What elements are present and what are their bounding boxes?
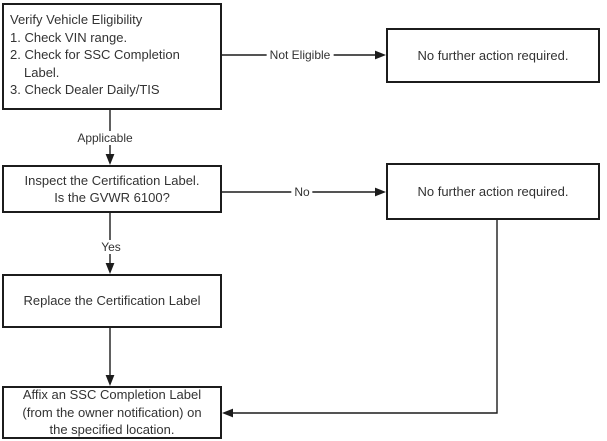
inspect-line-1: Inspect the Certification Label.	[24, 172, 200, 188]
node-no-further-action-top: No further action required.	[386, 28, 600, 83]
edge-label-no: No	[291, 185, 313, 199]
affix-line-1: Affix an SSC Completion Label	[22, 387, 202, 403]
edge-no-action-affix-arrowhead	[222, 408, 233, 418]
affix-line-2: (from the owner notification) on	[22, 404, 202, 420]
node-inspect-certification-label: Inspect the Certification Label. Is the …	[2, 165, 222, 213]
edge-replace-affix-arrowhead	[105, 375, 115, 386]
edge-not-eligible-arrowhead	[375, 50, 386, 60]
edge-no-arrowhead	[375, 187, 386, 197]
edge-no-action-affix-elbow	[232, 220, 498, 414]
no-further-action-top-text: No further action required.	[417, 47, 569, 63]
inspect-line-2: Is the GVWR 6100?	[54, 190, 170, 205]
replace-text: Replace the Certification Label	[23, 293, 201, 309]
edge-label-yes: Yes	[98, 240, 124, 254]
edge-label-not-eligible: Not Eligible	[266, 48, 334, 62]
edge-applicable-arrowhead	[105, 154, 115, 165]
edge-label-applicable: Applicable	[74, 131, 136, 145]
node-replace-certification-label: Replace the Certification Label	[2, 274, 222, 328]
affix-line-3: the specified location.	[49, 422, 175, 438]
node-verify-vehicle-eligibility: Verify Vehicle Eligibility 1. Check VIN …	[2, 3, 222, 110]
verify-step-2-wrap: Label.	[24, 64, 60, 80]
verify-step-1: 1. Check VIN range.	[10, 29, 128, 45]
no-further-action-mid-text: No further action required.	[417, 183, 569, 199]
node-no-further-action-mid: No further action required.	[386, 163, 600, 220]
verify-title: Verify Vehicle Eligibility	[10, 12, 143, 27]
edge-yes-arrowhead	[105, 263, 115, 274]
verify-step-2: 2. Check for SSC Completion	[10, 47, 180, 62]
node-affix-ssc-completion-label: Affix an SSC Completion Label (from the …	[2, 386, 222, 439]
verify-step-3: 3. Check Dealer Daily/TIS	[10, 82, 160, 97]
